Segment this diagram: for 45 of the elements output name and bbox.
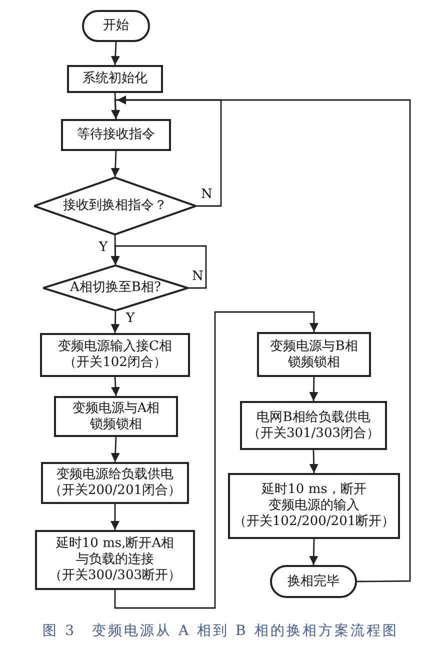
arrow	[110, 504, 120, 530]
figure-caption: 图 3 变频电源从 A 相到 B 相的换相方案流程图	[42, 622, 400, 640]
step-text: 开始	[103, 18, 129, 34]
step-text: （开关200/201闭合）	[48, 483, 181, 499]
decision-diamond	[34, 177, 196, 235]
process-box	[41, 462, 189, 504]
arrow	[110, 42, 120, 66]
step-text: 接收到换相指令？	[63, 198, 167, 214]
arrow	[114, 311, 318, 609]
process-box	[61, 119, 171, 151]
step-text: 变频电源与A相锁频锁相	[71, 400, 161, 432]
step-text: 系统初始化	[82, 71, 148, 87]
terminal-box	[270, 565, 357, 598]
step-text: 等待接收指令	[77, 127, 155, 143]
step-text: 电网B相给负载供电	[256, 410, 370, 426]
step-text: A相切换至B相?	[70, 280, 161, 296]
process-box	[35, 530, 195, 590]
arrow	[117, 96, 411, 582]
arrow	[110, 245, 207, 289]
process-box	[67, 65, 163, 93]
step-text: （开关300/303断开）	[48, 568, 181, 584]
process-box	[240, 401, 387, 450]
process-box	[54, 396, 178, 437]
process-box	[40, 333, 190, 377]
arrow	[309, 376, 318, 402]
arrow	[110, 436, 120, 462]
step-text: 变频电源给负载供电	[56, 467, 174, 483]
arrow	[110, 310, 120, 334]
step-text: 换相完毕	[288, 574, 340, 590]
process-box	[257, 332, 371, 377]
step-text: 变频电源输入接C相	[58, 339, 172, 355]
step-text: （开关102/200/201断开）	[233, 514, 395, 530]
arrow	[309, 450, 318, 474]
process-box	[228, 473, 400, 539]
decision-diamond	[43, 265, 188, 311]
arrow	[110, 150, 120, 178]
terminal-box	[82, 10, 150, 42]
step-text: 变频电源与B相锁频锁相	[269, 338, 359, 370]
step-text: （开关102闭合）	[64, 355, 166, 371]
arrow	[111, 376, 120, 396]
step-text: （开关301/303闭合）	[247, 426, 380, 442]
arrow	[111, 99, 222, 207]
step-text: 延时10 ms,断开A相与负载的连接	[54, 536, 176, 568]
arrow	[309, 538, 318, 566]
step-text: 延时10 ms，断开变频电源的输入	[260, 482, 368, 514]
